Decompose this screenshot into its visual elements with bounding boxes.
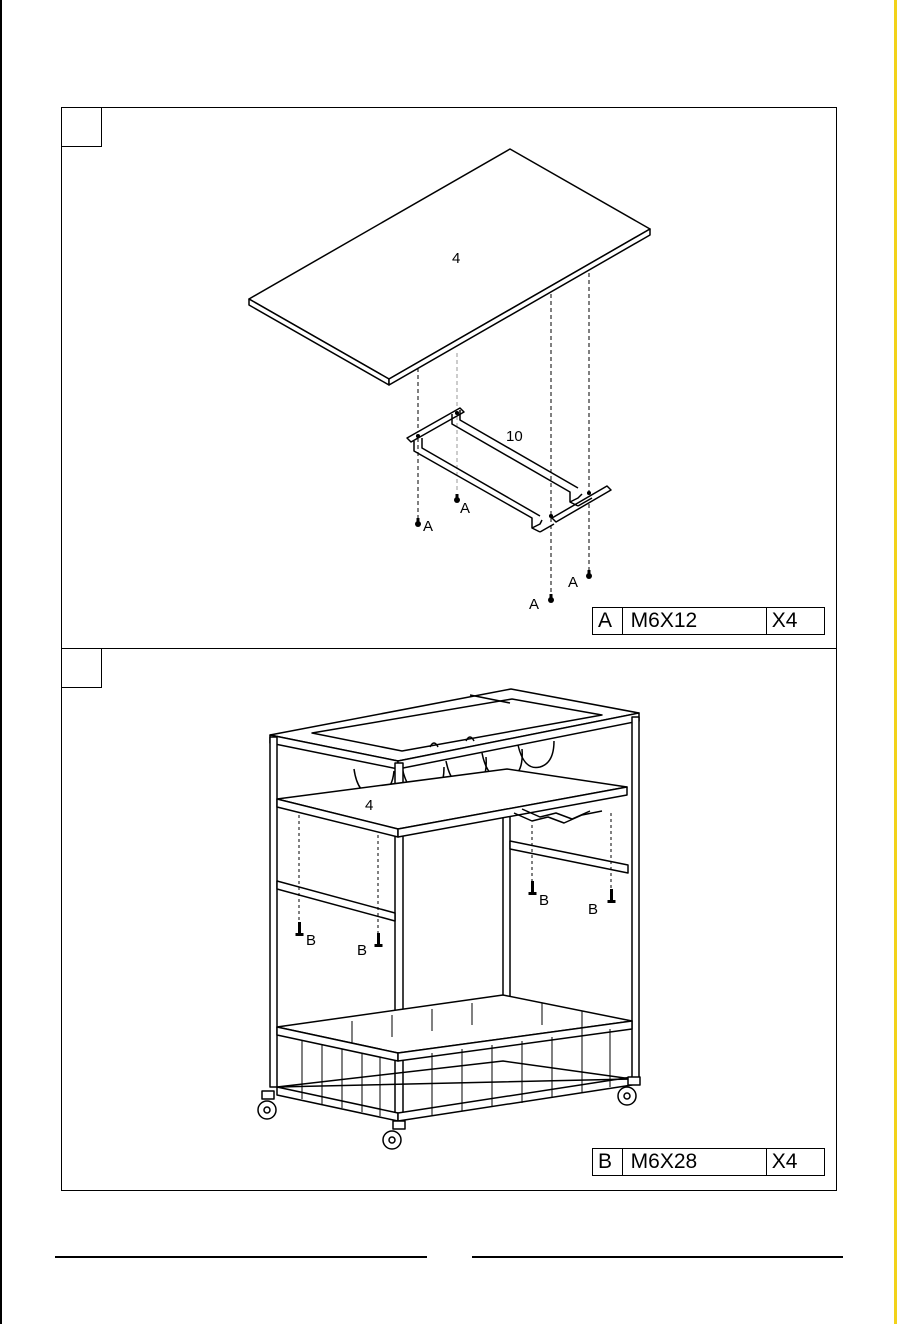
step-number-box [61,648,102,688]
screw-label-b: B [539,892,549,909]
screw-label-b: B [588,901,598,918]
cart-leg [632,717,639,1083]
screw-label-b: B [357,942,367,959]
screw-label-b: B [306,932,316,949]
part-label-4: 4 [452,250,460,267]
wine-holder [518,741,554,768]
hardware-table: B M6X28 X4 [592,1148,825,1176]
side-rail [510,841,628,873]
footer-rule-left [55,1256,427,1258]
hardware-spec: M6X12 [623,608,767,634]
hardware-qty: X4 [767,608,824,634]
hardware-key: A [593,608,623,634]
screw-label-a: A [423,518,433,535]
hardware-key: B [593,1149,623,1175]
screw-label-a: A [568,574,578,591]
step-1-panel: 4 10 A A A A A M6X12 X4 [61,107,837,650]
part-label-4: 4 [365,797,373,814]
step-2-diagram: 4 B B B B [62,649,835,1189]
hardware-spec: M6X28 [623,1149,767,1175]
hardware-qty: X4 [767,1149,824,1175]
glass-rack [407,408,611,532]
step-number-box [61,107,102,147]
caster-wheel [383,1121,405,1149]
step-2-panel: 4 B B B B B M6X28 X4 [61,648,837,1191]
hardware-table: A M6X12 X4 [592,607,825,635]
screws-b [296,881,616,947]
screw-label-a: A [460,500,470,517]
part-label-10: 10 [506,428,523,445]
screw-label-a: A [529,596,539,613]
cart-leg [270,737,277,1087]
side-rail [277,881,395,921]
footer-rule-right [472,1256,843,1258]
step-1-diagram: 4 10 A A A A [62,108,835,648]
caster-wheel [258,1091,276,1119]
